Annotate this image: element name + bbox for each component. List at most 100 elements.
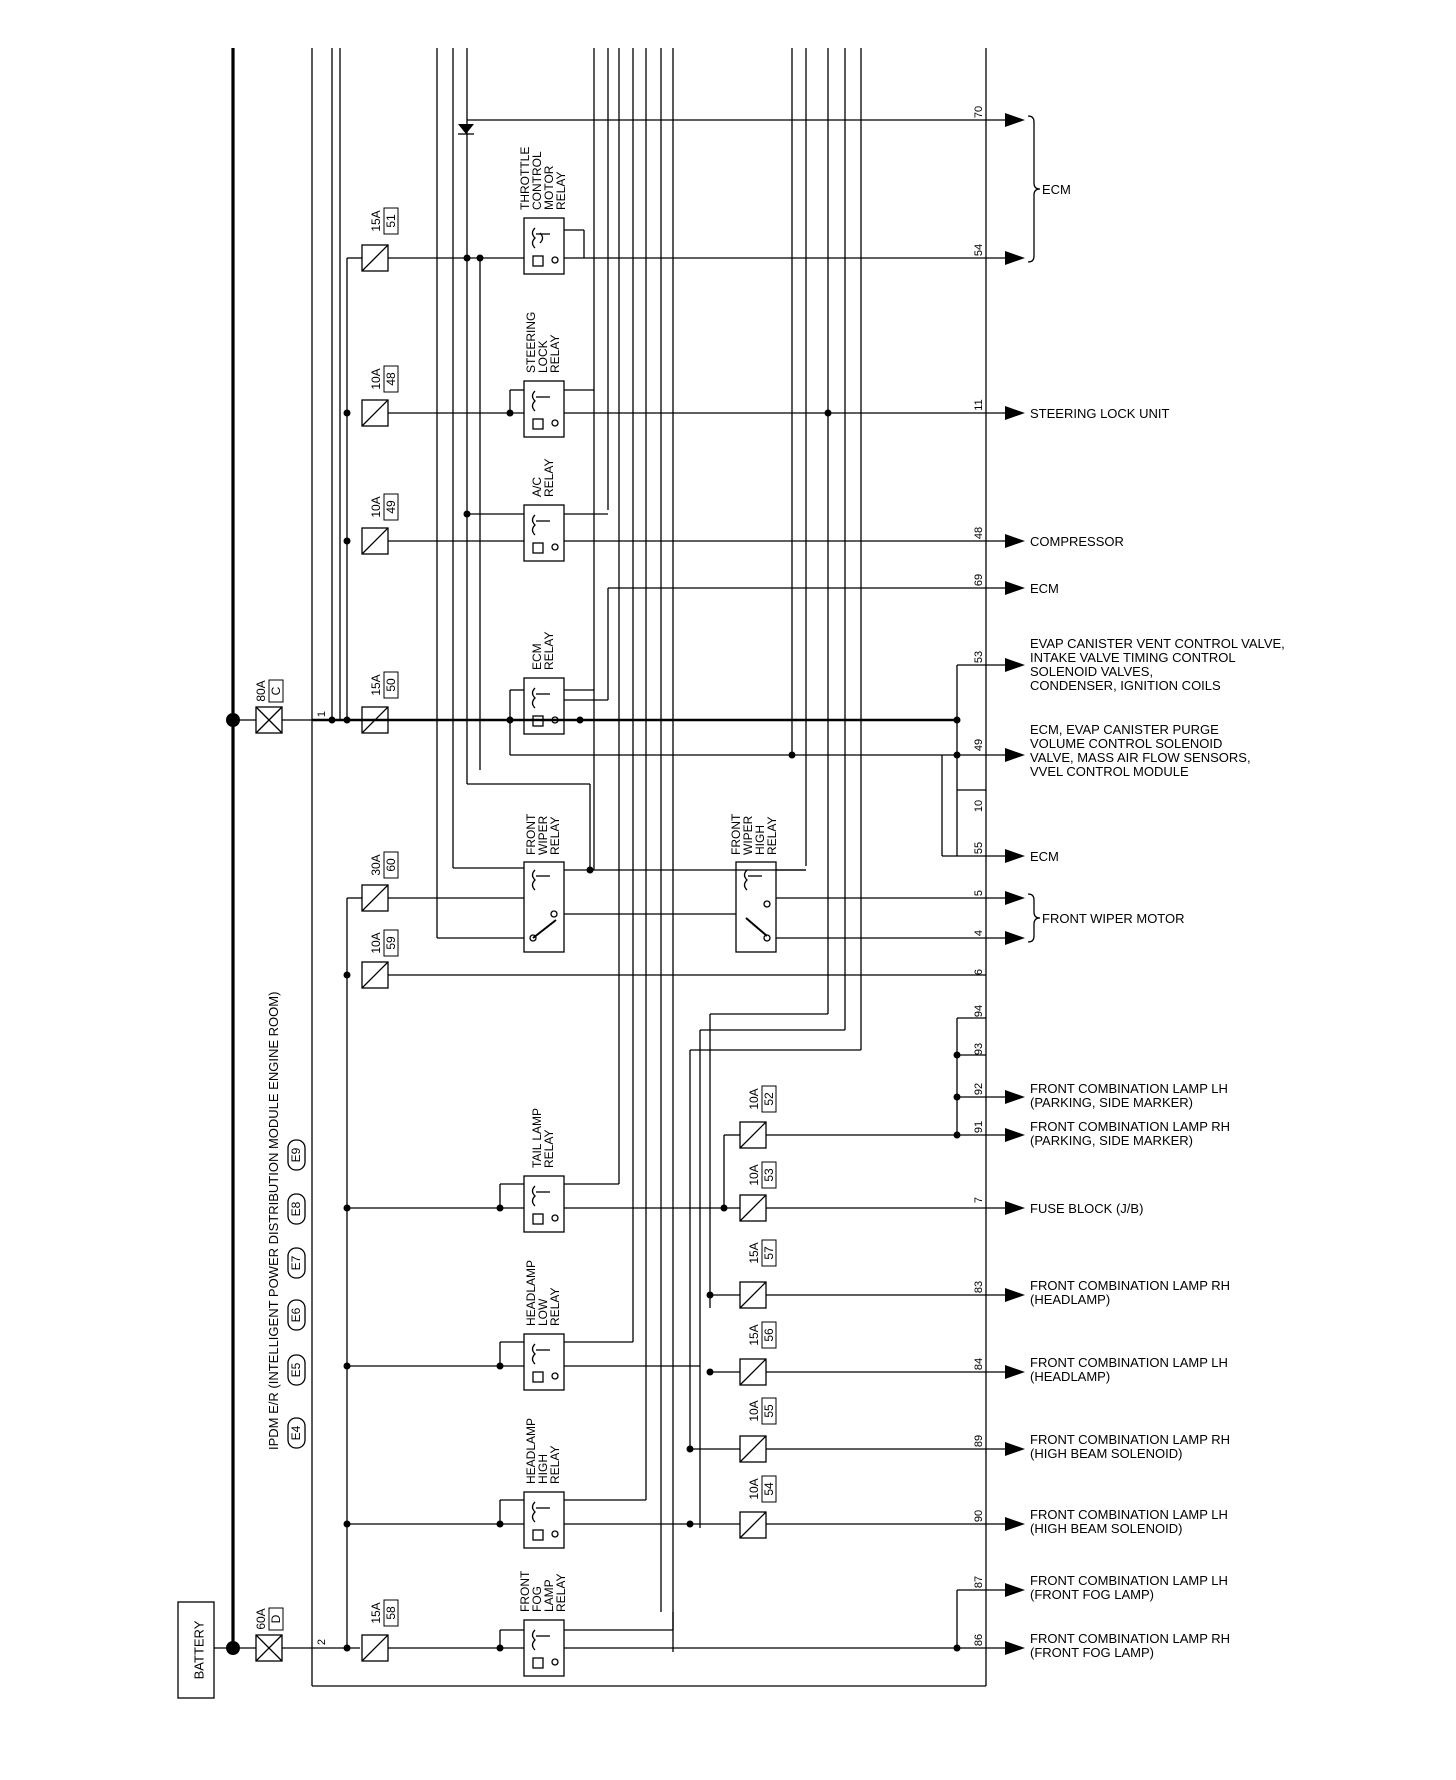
relay-label-front-wiper: FRONT WIPER RELAY [524, 813, 562, 855]
svg-text:FRONT: FRONT [729, 813, 743, 855]
svg-text:(HEADLAMP): (HEADLAMP) [1030, 1369, 1110, 1384]
battery-box [177, 1601, 215, 1699]
svg-text:E7: E7 [289, 1255, 303, 1270]
svg-text:RELAY: RELAY [548, 335, 562, 373]
svg-text:ECM: ECM [530, 643, 544, 670]
svg-text:56: 56 [762, 1328, 776, 1342]
svg-text:60: 60 [384, 858, 398, 872]
svg-text:FRONT COMBINATION LAMP LH: FRONT COMBINATION LAMP LH [1030, 1573, 1228, 1588]
fuse-60: 30A 60 [361, 851, 399, 912]
svg-text:7: 7 [973, 1197, 985, 1203]
battery-label: BATTERY [191, 1620, 206, 1679]
svg-text:86: 86 [973, 1634, 985, 1646]
dest-lamp-rh-high-beam: FRONT COMBINATION LAMP RH (HIGH BEAM SOL… [1030, 1432, 1230, 1461]
svg-text:D: D [269, 1614, 283, 1623]
fuse-52: 10A 52 [739, 1085, 777, 1149]
dest-ecm-69: ECM [1030, 581, 1059, 596]
svg-text:5: 5 [973, 890, 985, 896]
fuse-48: 10A 48 [361, 365, 399, 427]
dest-lamp-rh-parking: FRONT COMBINATION LAMP RH (PARKING, SIDE… [1030, 1119, 1230, 1148]
headlamp-high-relay [523, 1491, 565, 1549]
svg-text:11: 11 [973, 399, 985, 410]
svg-text:10A: 10A [369, 932, 383, 953]
svg-text:RELAY: RELAY [548, 1288, 562, 1326]
svg-text:VOLUME CONTROL SOLENOID: VOLUME CONTROL SOLENOID [1030, 736, 1222, 751]
svg-text:54: 54 [973, 244, 985, 256]
svg-text:SOLENOID VALVES,: SOLENOID VALVES, [1030, 664, 1153, 679]
svg-text:FOG: FOG [530, 1586, 544, 1612]
fuse-50: 15A 50 [361, 671, 399, 734]
fuse-57: 15A 57 [739, 1239, 777, 1309]
fuse-55: 10A 55 [739, 1397, 777, 1463]
relay-label-steering-lock: STEERING LOCK RELAY [524, 312, 562, 373]
svg-text:80A: 80A [254, 680, 268, 701]
tail-lamp-relay [523, 1175, 565, 1233]
svg-text:10A: 10A [747, 1164, 761, 1185]
wiper-motor-brace [1027, 893, 1041, 943]
fuse-58: 15A 58 [361, 1599, 399, 1662]
svg-text:55: 55 [973, 842, 985, 854]
svg-text:RELAY: RELAY [542, 459, 556, 497]
svg-text:RELAY: RELAY [542, 1130, 556, 1168]
svg-text:10: 10 [973, 800, 985, 812]
svg-text:HEADLAMP: HEADLAMP [524, 1418, 538, 1484]
relay-label-ecm: ECM RELAY [530, 632, 556, 670]
svg-text:RELAY: RELAY [554, 1574, 568, 1612]
svg-text:(FRONT FOG LAMP): (FRONT FOG LAMP) [1030, 1587, 1154, 1602]
terminal-numbers: 70 54 11 48 69 53 49 10 55 5 4 6 94 93 9… [973, 106, 985, 1646]
svg-text:E4: E4 [289, 1425, 303, 1440]
svg-text:RELAY: RELAY [554, 172, 568, 210]
terminal-2: 2 [316, 1639, 328, 1645]
svg-text:FRONT COMBINATION LAMP LH: FRONT COMBINATION LAMP LH [1030, 1081, 1228, 1096]
svg-text:48: 48 [384, 372, 398, 386]
svg-text:4: 4 [973, 930, 985, 936]
relay-label-ac: A/C RELAY [530, 459, 556, 497]
svg-text:(HIGH BEAM SOLENOID): (HIGH BEAM SOLENOID) [1030, 1446, 1182, 1461]
svg-text:92: 92 [973, 1083, 985, 1095]
svg-text:RELAY: RELAY [542, 632, 556, 670]
svg-text:LOCK: LOCK [536, 340, 550, 373]
dest-lamp-rh-fog: FRONT COMBINATION LAMP RH (FRONT FOG LAM… [1030, 1631, 1230, 1660]
svg-text:VALVE, MASS AIR FLOW SENSORS,: VALVE, MASS AIR FLOW SENSORS, [1030, 750, 1251, 765]
svg-text:70: 70 [973, 106, 985, 118]
fuse-51: 15A 51 [361, 207, 399, 272]
svg-text:ECM, EVAP CANISTER PURGE: ECM, EVAP CANISTER PURGE [1030, 722, 1219, 737]
svg-text:FRONT: FRONT [524, 813, 538, 855]
dest-evap-vent: EVAP CANISTER VENT CONTROL VALVE, INTAKE… [1030, 636, 1285, 693]
fusible-link-c: 80A C [233, 679, 284, 734]
svg-text:CONTROL: CONTROL [530, 151, 544, 210]
svg-text:10A: 10A [747, 1400, 761, 1421]
relay-label-front-wiper-high: FRONT WIPER HIGH RELAY [729, 813, 779, 855]
svg-text:EVAP CANISTER VENT CONTROL VAL: EVAP CANISTER VENT CONTROL VALVE, [1030, 636, 1285, 651]
terminal-1: 1 [316, 711, 328, 717]
svg-text:6: 6 [973, 969, 985, 975]
svg-text:INTAKE VALVE TIMING CONTROL: INTAKE VALVE TIMING CONTROL [1030, 650, 1236, 665]
svg-text:WIPER: WIPER [536, 815, 550, 855]
fuse-54: 10A 54 [739, 1475, 777, 1539]
svg-text:54: 54 [762, 1482, 776, 1496]
steering-lock-relay [523, 380, 565, 438]
svg-text:93: 93 [973, 1043, 985, 1055]
svg-text:84: 84 [973, 1358, 985, 1370]
svg-text:C: C [269, 686, 283, 695]
svg-text:49: 49 [973, 739, 985, 751]
diode-icon [458, 124, 474, 134]
svg-text:90: 90 [973, 1510, 985, 1522]
dest-steering-lock-unit: STEERING LOCK UNIT [1030, 406, 1169, 421]
svg-text:WIPER: WIPER [741, 815, 755, 855]
svg-text:91: 91 [973, 1121, 985, 1133]
svg-text:15A: 15A [747, 1242, 761, 1263]
svg-text:VVEL CONTROL MODULE: VVEL CONTROL MODULE [1030, 764, 1189, 779]
ecm-relay [523, 677, 565, 735]
dest-lamp-lh-high-beam: FRONT COMBINATION LAMP LH (HIGH BEAM SOL… [1030, 1507, 1228, 1536]
dest-compressor: COMPRESSOR [1030, 534, 1124, 549]
svg-text:E5: E5 [289, 1362, 303, 1377]
svg-text:15A: 15A [369, 1602, 383, 1623]
svg-text:(HIGH BEAM SOLENOID): (HIGH BEAM SOLENOID) [1030, 1521, 1182, 1536]
svg-text:50: 50 [384, 678, 398, 692]
svg-text:10A: 10A [747, 1478, 761, 1499]
svg-text:FRONT COMBINATION LAMP LH: FRONT COMBINATION LAMP LH [1030, 1507, 1228, 1522]
svg-text:E6: E6 [289, 1307, 303, 1322]
svg-text:LOW: LOW [536, 1298, 550, 1326]
